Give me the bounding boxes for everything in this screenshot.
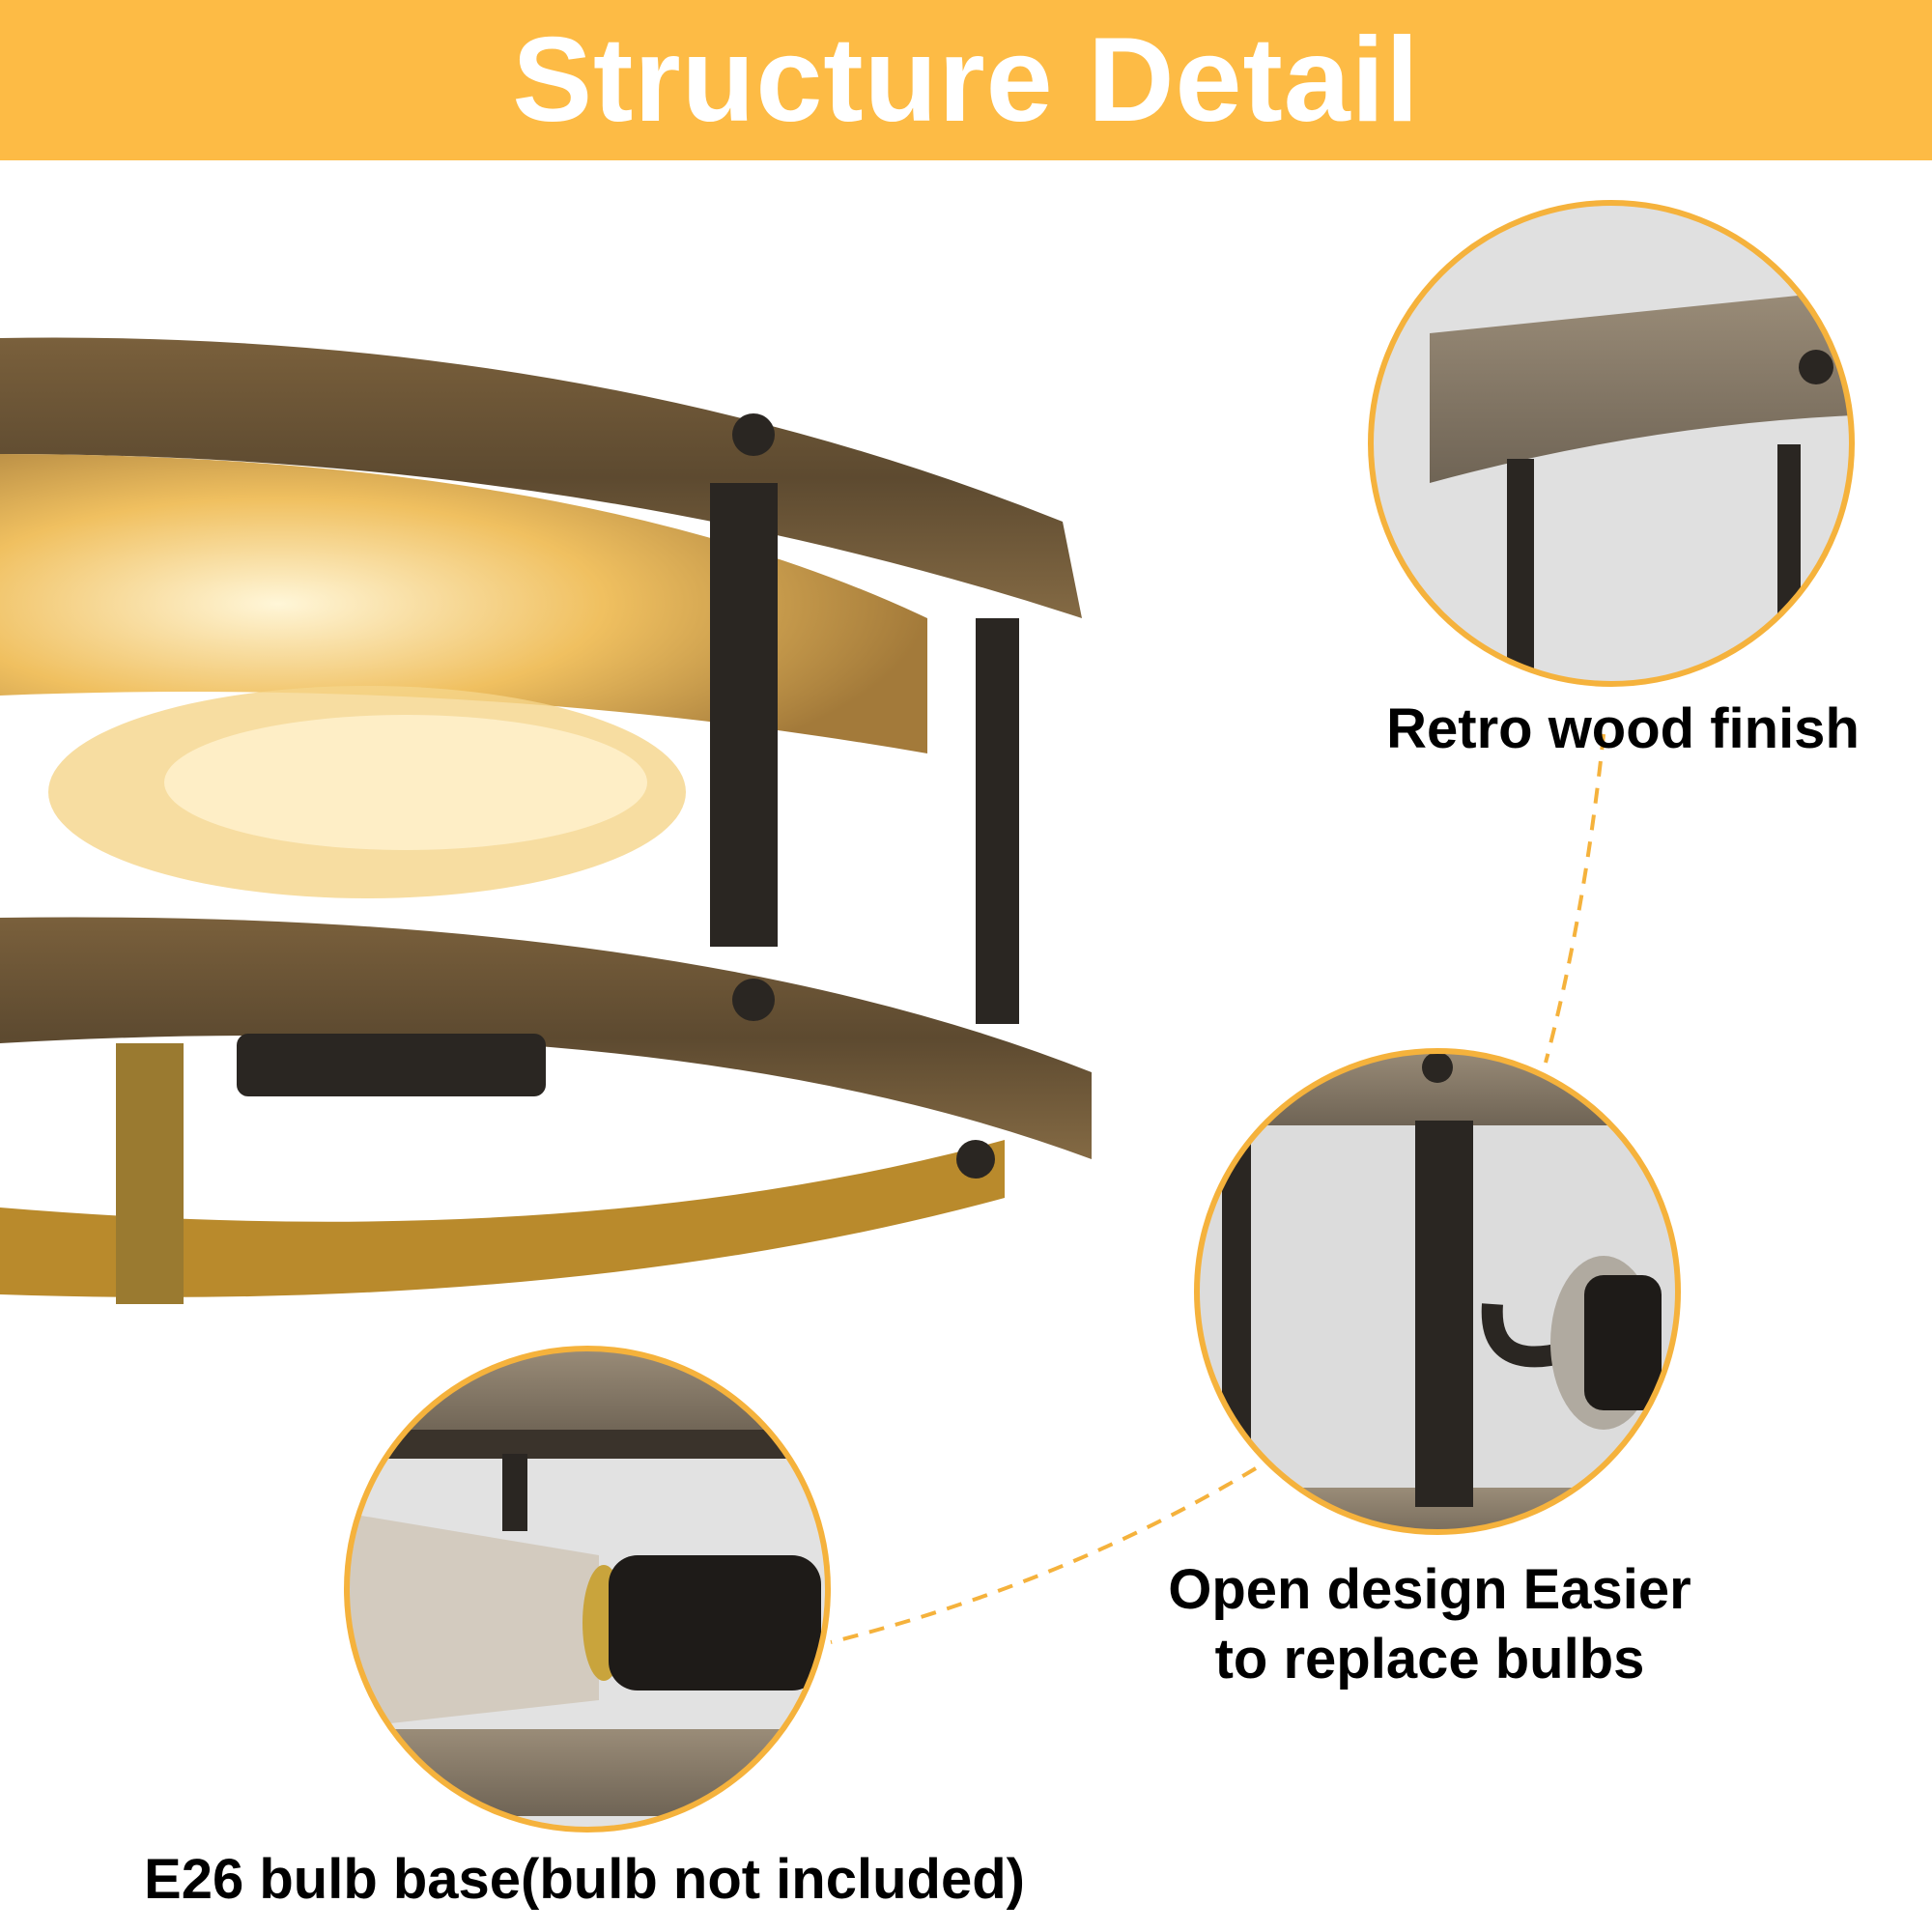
caption-line-2: to replace bulbs bbox=[1214, 1628, 1645, 1690]
connector-line bbox=[1544, 733, 1605, 1064]
ceiling-lamp-image bbox=[0, 337, 1092, 1304]
detail-circle-open-design bbox=[1194, 1048, 1681, 1535]
header-banner: Structure Detail bbox=[0, 0, 1932, 160]
page-title: Structure Detail bbox=[512, 14, 1420, 147]
detail-circle-bulb-base bbox=[344, 1346, 831, 1833]
caption-line-1: Open design Easier bbox=[1168, 1558, 1691, 1621]
caption-bulb-base: E26 bulb base(bulb not included) bbox=[144, 1848, 1025, 1911]
detail-circle-wood bbox=[1368, 200, 1855, 687]
caption-retro-wood: Retro wood finish bbox=[1386, 697, 1860, 760]
connector-line bbox=[830, 1466, 1258, 1644]
caption-open-design: Open design Easier to replace bulbs bbox=[1140, 1555, 1719, 1694]
